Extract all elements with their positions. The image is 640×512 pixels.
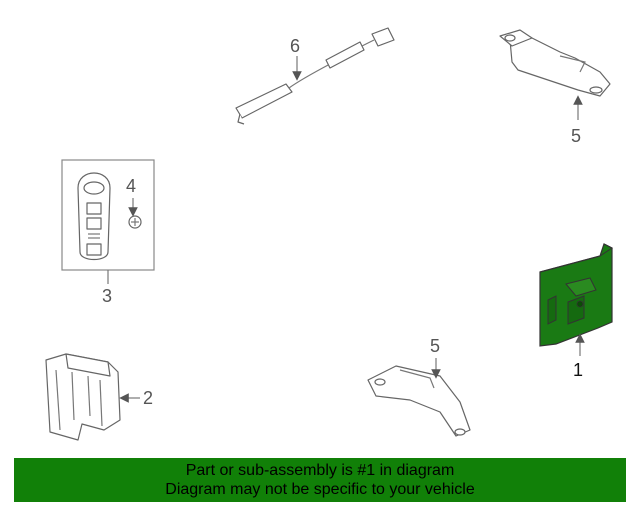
holder-part[interactable] (45, 353, 121, 441)
notice-banner: Part or sub-assembly is #1 in diagram Di… (14, 458, 626, 502)
callout-6: 6 (290, 36, 300, 56)
bracket-bottom-part[interactable] (367, 365, 471, 437)
callout-5-top: 5 (571, 126, 581, 146)
parts-diagram: 6 5 4 3 1 (45, 27, 613, 441)
bracket-top-part[interactable] (499, 29, 611, 97)
banner-line-1: Part or sub-assembly is #1 in diagram (185, 462, 455, 479)
antenna-cable-part[interactable] (235, 27, 395, 125)
callout-5-bottom: 5 (430, 336, 440, 356)
callout-4: 4 (126, 176, 136, 196)
control-module-part[interactable] (539, 243, 613, 347)
banner-line-2: Diagram may not be specific to your vehi… (165, 481, 475, 498)
key-fob-part[interactable] (77, 172, 111, 261)
callout-2: 2 (143, 388, 153, 408)
callout-3: 3 (102, 286, 112, 306)
callout-1: 1 (573, 360, 583, 380)
battery-part[interactable] (128, 215, 142, 229)
